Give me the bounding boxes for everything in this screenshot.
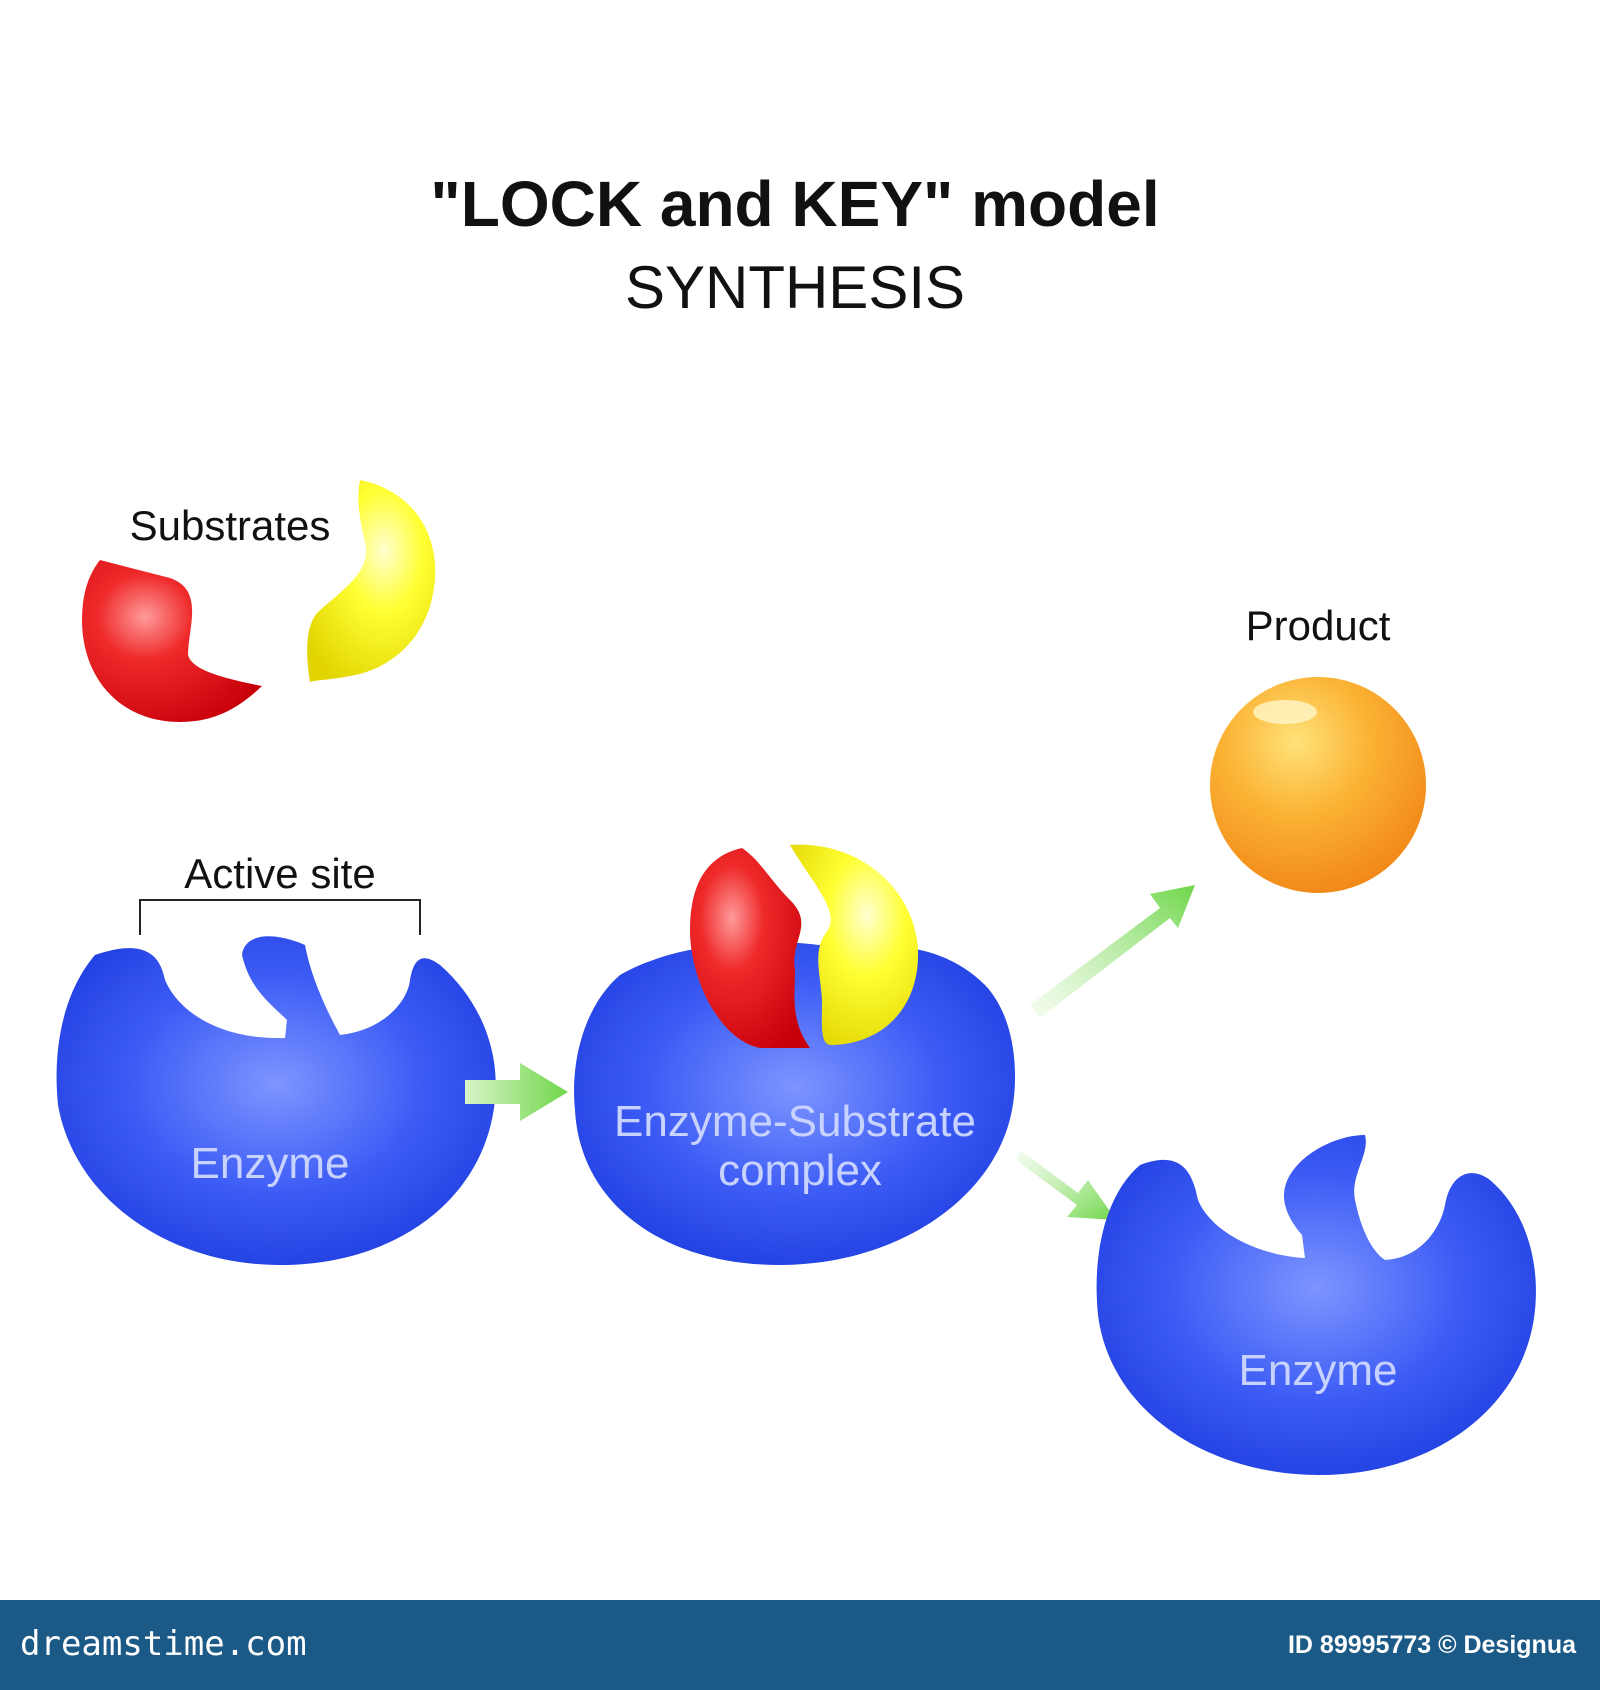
enzyme-right-label: Enzyme [1239,1346,1398,1395]
enzyme-left-label: Enzyme [191,1139,350,1188]
footer-bar: dreamstime.com ID 89995773 © Designua [0,1600,1600,1690]
yellow-substrate [307,480,436,682]
product-highlight [1253,700,1317,724]
substrates-label: Substrates [130,502,331,549]
product-label: Product [1246,602,1391,649]
diagram-subtitle: SYNTHESIS [625,254,965,321]
complex-enzyme-body [574,942,1016,1265]
diagram-title: "LOCK and KEY" model [430,168,1159,240]
active-site-label: Active site [184,850,375,897]
footer-logo[interactable]: dreamstime.com [20,1624,307,1664]
enzyme-right-body [1096,1135,1536,1475]
arrow-to-enzyme [1016,1150,1116,1220]
complex-label-line1: Enzyme-Substrate [614,1097,976,1146]
footer-credit: ID 89995773 © Designua [1287,1631,1576,1659]
enzyme-left: Enzyme [56,936,496,1265]
enzyme-right: Enzyme [1096,1135,1536,1475]
enzyme-substrate-complex: Enzyme-Substrate complex [574,844,1016,1265]
enzyme-left-body [56,936,496,1265]
complex-label-line2: complex [718,1146,882,1195]
arrow-to-complex [465,1063,568,1121]
complex-yellow-substrate [790,844,919,1045]
complex-red-substrate [690,848,810,1048]
active-site-bracket [139,899,421,935]
red-substrate [82,560,262,722]
arrow-to-product [1030,885,1195,1018]
product-sphere [1210,677,1426,893]
